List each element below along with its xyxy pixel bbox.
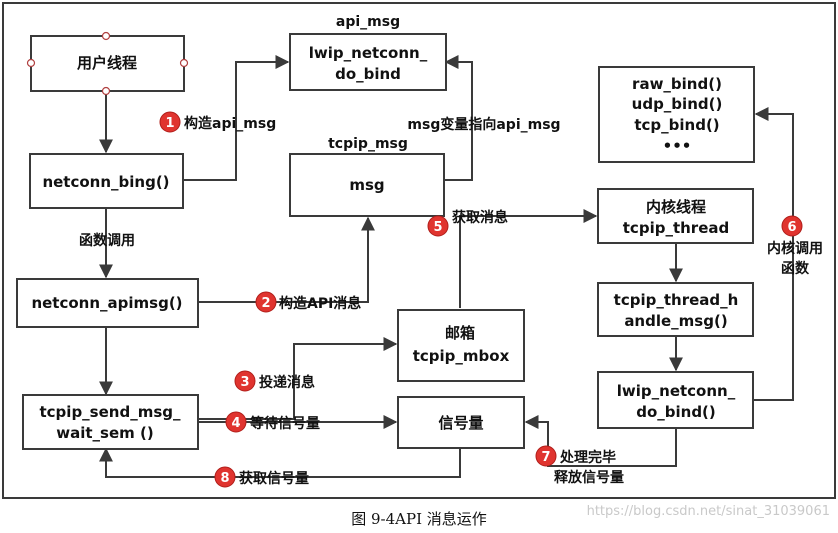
node-lwip-do-bind-top-label-2: do_bind	[335, 65, 401, 83]
node-netconn-apimsg-label: netconn_apimsg()	[31, 294, 182, 312]
node-netconn-bing-label: netconn_bing()	[42, 173, 169, 191]
step-4: 4 等待信号量	[225, 411, 320, 433]
node-tcpip-send-msg-label-1: tcpip_send_msg_	[40, 403, 181, 421]
step-2-label: 构造API消息	[279, 295, 361, 312]
node-tcpip-send-msg: tcpip_send_msg_ wait_sem ()	[22, 394, 199, 450]
step-8-label: 获取信号量	[239, 470, 309, 487]
node-user-thread-label: 用户线程	[77, 54, 137, 72]
node-lwip-do-bind-bottom: lwip_netconn_ do_bind()	[597, 371, 754, 429]
bind-func-tcp: tcp_bind()	[634, 116, 719, 134]
node-kernel-thread: 内核线程 tcpip_thread	[597, 188, 754, 244]
step-6-label-1: 内核调用	[767, 240, 823, 257]
step-3-label: 投递消息	[259, 374, 315, 391]
step-4-label: 等待信号量	[250, 415, 320, 432]
node-bind-funcs: raw_bind() udp_bind() tcp_bind() •••	[598, 66, 755, 163]
outer-frame	[2, 2, 836, 499]
step-3-number: 3	[240, 375, 249, 390]
node-mbox-label-2: tcpip_mbox	[413, 347, 510, 365]
node-msg-label: msg	[349, 176, 384, 194]
edge-apimsg-to-msg	[198, 216, 375, 303]
step-4-number: 4	[231, 416, 240, 431]
edge-bing-to-do-bind	[183, 55, 290, 181]
node-semaphore: 信号量	[397, 396, 525, 449]
step-7: 7 处理完毕 释放信号量	[535, 445, 624, 486]
step-2: 2 构造API消息	[255, 291, 361, 313]
step-3: 3 投递消息	[234, 370, 315, 392]
edge-mbox-to-kernel	[459, 209, 598, 308]
edge-do-bind-to-bind-funcs	[753, 107, 794, 401]
step-6-number: 6	[787, 220, 796, 235]
step-2-number: 2	[261, 296, 270, 311]
node-user-thread: 用户线程	[26, 31, 189, 96]
watermark-url: https://blog.csdn.net/sinat_31039061	[586, 504, 830, 519]
node-netconn-apimsg: netconn_apimsg()	[16, 278, 199, 328]
node-kernel-thread-label-1: 内核线程	[646, 198, 706, 216]
node-lwip-do-bind-bottom-label-2: do_bind()	[636, 403, 716, 421]
step-1-number: 1	[165, 116, 174, 131]
bind-func-raw: raw_bind()	[632, 75, 722, 93]
step-5: 5 获取消息	[427, 209, 508, 237]
node-lwip-do-bind-top: lwip_netconn_ do_bind	[289, 33, 447, 91]
node-thread-handle-label-1: tcpip_thread_h	[614, 291, 739, 309]
label-api-msg: api_msg	[336, 14, 400, 30]
step-6-label-2: 函数	[781, 260, 810, 277]
node-semaphore-label: 信号量	[438, 414, 483, 432]
step-1-label: 构造api_msg	[184, 115, 276, 132]
step-5-number: 5	[433, 220, 442, 235]
step-7-number: 7	[541, 450, 550, 465]
step-8: 8 获取信号量	[214, 466, 309, 488]
node-lwip-do-bind-top-label-1: lwip_netconn_	[309, 44, 428, 62]
node-kernel-thread-label-2: tcpip_thread	[623, 219, 729, 237]
node-lwip-do-bind-bottom-label-1: lwip_netconn_	[617, 382, 736, 400]
node-mbox: 邮箱 tcpip_mbox	[397, 309, 525, 382]
step-1: 1 构造api_msg	[159, 111, 276, 133]
step-7-label-1: 处理完毕	[559, 449, 616, 466]
step-5-label: 获取消息	[452, 209, 508, 226]
step-6: 6 内核调用 函数	[767, 215, 823, 277]
bind-func-more: •••	[663, 137, 692, 155]
bind-func-udp: udp_bind()	[632, 95, 723, 113]
label-tcpip-msg: tcpip_msg	[328, 136, 408, 152]
label-msg-points-api-msg: msg变量指向api_msg	[407, 116, 560, 133]
edge-msg-to-api-msg	[444, 55, 473, 181]
node-netconn-bing: netconn_bing()	[29, 153, 184, 209]
node-tcpip-send-msg-label-2: wait_sem ()	[56, 424, 153, 442]
label-function-call: 函数调用	[79, 232, 135, 249]
node-thread-handle-label-2: andle_msg()	[624, 312, 727, 330]
node-mbox-label-1: 邮箱	[445, 324, 475, 342]
figure-caption: 图 9-4API 消息运作	[351, 510, 487, 528]
step-7-label-2: 释放信号量	[554, 469, 624, 486]
step-8-number: 8	[220, 471, 229, 486]
edge-semaphore-to-send	[99, 447, 461, 478]
node-thread-handle: tcpip_thread_h andle_msg()	[597, 282, 754, 337]
node-msg: msg	[289, 153, 445, 217]
